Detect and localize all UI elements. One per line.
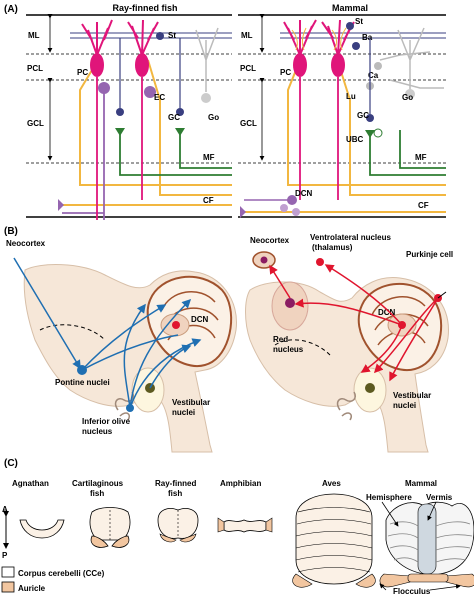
species-rayfinned-line1: Ray-finned	[155, 479, 196, 488]
left-io-line2: nucleus	[82, 427, 113, 436]
panel-c-label: (C)	[4, 458, 18, 469]
mammal-pcl: PCL	[240, 64, 256, 73]
mammal-pc: PC	[280, 68, 291, 77]
species-rayfinned-line2: fish	[168, 489, 182, 498]
fish-gcl: GCL	[27, 119, 44, 128]
fish-ml: ML	[28, 31, 40, 40]
right-thalamus-line1: Ventrolateral nucleus	[310, 233, 391, 242]
mammal-lu: Lu	[346, 92, 356, 101]
fish-pc: PC	[77, 68, 88, 77]
axis-p: P	[2, 551, 8, 560]
amphibian-shape	[217, 517, 273, 533]
brain-right: DCN Neocortex Ventrolateral nucleus (tha…	[245, 233, 453, 453]
mammal-hemisphere-label: Hemisphere	[366, 493, 412, 502]
panel-a-label: (A)	[4, 4, 18, 15]
fish-go: Go	[208, 113, 219, 122]
mammal-ml: ML	[241, 31, 253, 40]
species-aves: Aves	[322, 479, 341, 488]
fish-gc: GC	[168, 113, 180, 122]
left-vestibular-line1: Vestibular	[172, 398, 210, 407]
species-cartilaginous-line2: fish	[90, 489, 104, 498]
mammal-panel: Mammal ML PCL GCL PC	[238, 3, 446, 218]
mammal-ba: Ba	[362, 33, 373, 42]
left-neocortex: Neocortex	[6, 239, 46, 248]
right-purkinje: Purkinje cell	[406, 250, 453, 259]
mammal-vermis-label: Vermis	[426, 493, 453, 502]
right-vestibular-line2: nuclei	[393, 401, 416, 410]
mammal-ubc: UBC	[346, 135, 364, 144]
legend-cce: Corpus cerebelli (CCe)	[18, 569, 105, 578]
species-amphibian: Amphibian	[220, 479, 261, 488]
mammal-ca: Ca	[368, 71, 379, 80]
fish-cf: CF	[203, 196, 214, 205]
legend-auricle: Auricle	[18, 584, 46, 593]
fish-pcl: PCL	[27, 64, 43, 73]
mammal-cerebellum-shape	[379, 501, 474, 588]
vermis-shape	[417, 503, 437, 575]
brain-left: DCN Neocortex Pontine nuclei Vestibular …	[6, 239, 237, 453]
mammal-cf: CF	[418, 201, 429, 210]
species-mammal: Mammal	[405, 479, 437, 488]
legend-auricle-swatch	[1, 581, 15, 593]
mammal-title: Mammal	[332, 3, 368, 13]
fish-mf: MF	[203, 153, 215, 162]
left-pontine: Pontine nuclei	[55, 378, 110, 387]
fish-st: St	[168, 31, 176, 40]
legend: Corpus cerebelli (CCe) Auricle	[1, 566, 105, 593]
right-red-line2: nucleus	[273, 345, 304, 354]
species-cartilaginous-line1: Cartilaginous	[72, 479, 124, 488]
left-dcn: DCN	[191, 315, 209, 324]
fish-title: Ray-finned fish	[112, 3, 177, 13]
mammal-dcn: DCN	[295, 189, 313, 198]
mammal-go: Go	[402, 93, 413, 102]
flocculus-label: Flocculus	[393, 587, 431, 595]
mammal-gcl: GCL	[240, 119, 257, 128]
right-vestibular-line1: Vestibular	[393, 391, 431, 400]
fish-panel: Ray-finned fish ML PCL GCL	[26, 3, 232, 220]
right-neocortex: Neocortex	[250, 236, 290, 245]
right-red-line1: Red	[273, 335, 288, 344]
aves-shape	[292, 493, 376, 588]
right-dcn: DCN	[378, 308, 396, 317]
left-vestibular-line2: nuclei	[172, 408, 195, 417]
panel-b-label: (B)	[4, 226, 18, 237]
fish-ec: EC	[154, 93, 165, 102]
mammal-mf: MF	[415, 153, 427, 162]
right-thalamus-line2: (thalamus)	[312, 243, 353, 252]
mammal-st: St	[355, 17, 363, 26]
agnathan-shape	[19, 519, 65, 539]
species-agnathan: Agnathan	[12, 479, 49, 488]
rayfinned-shape	[157, 508, 199, 543]
legend-cce-swatch	[1, 566, 15, 578]
cartilaginous-shape	[89, 507, 131, 548]
left-io-line1: Inferior olive	[82, 417, 131, 426]
mammal-gc: GC	[357, 111, 369, 120]
axis-a: A	[2, 505, 8, 514]
